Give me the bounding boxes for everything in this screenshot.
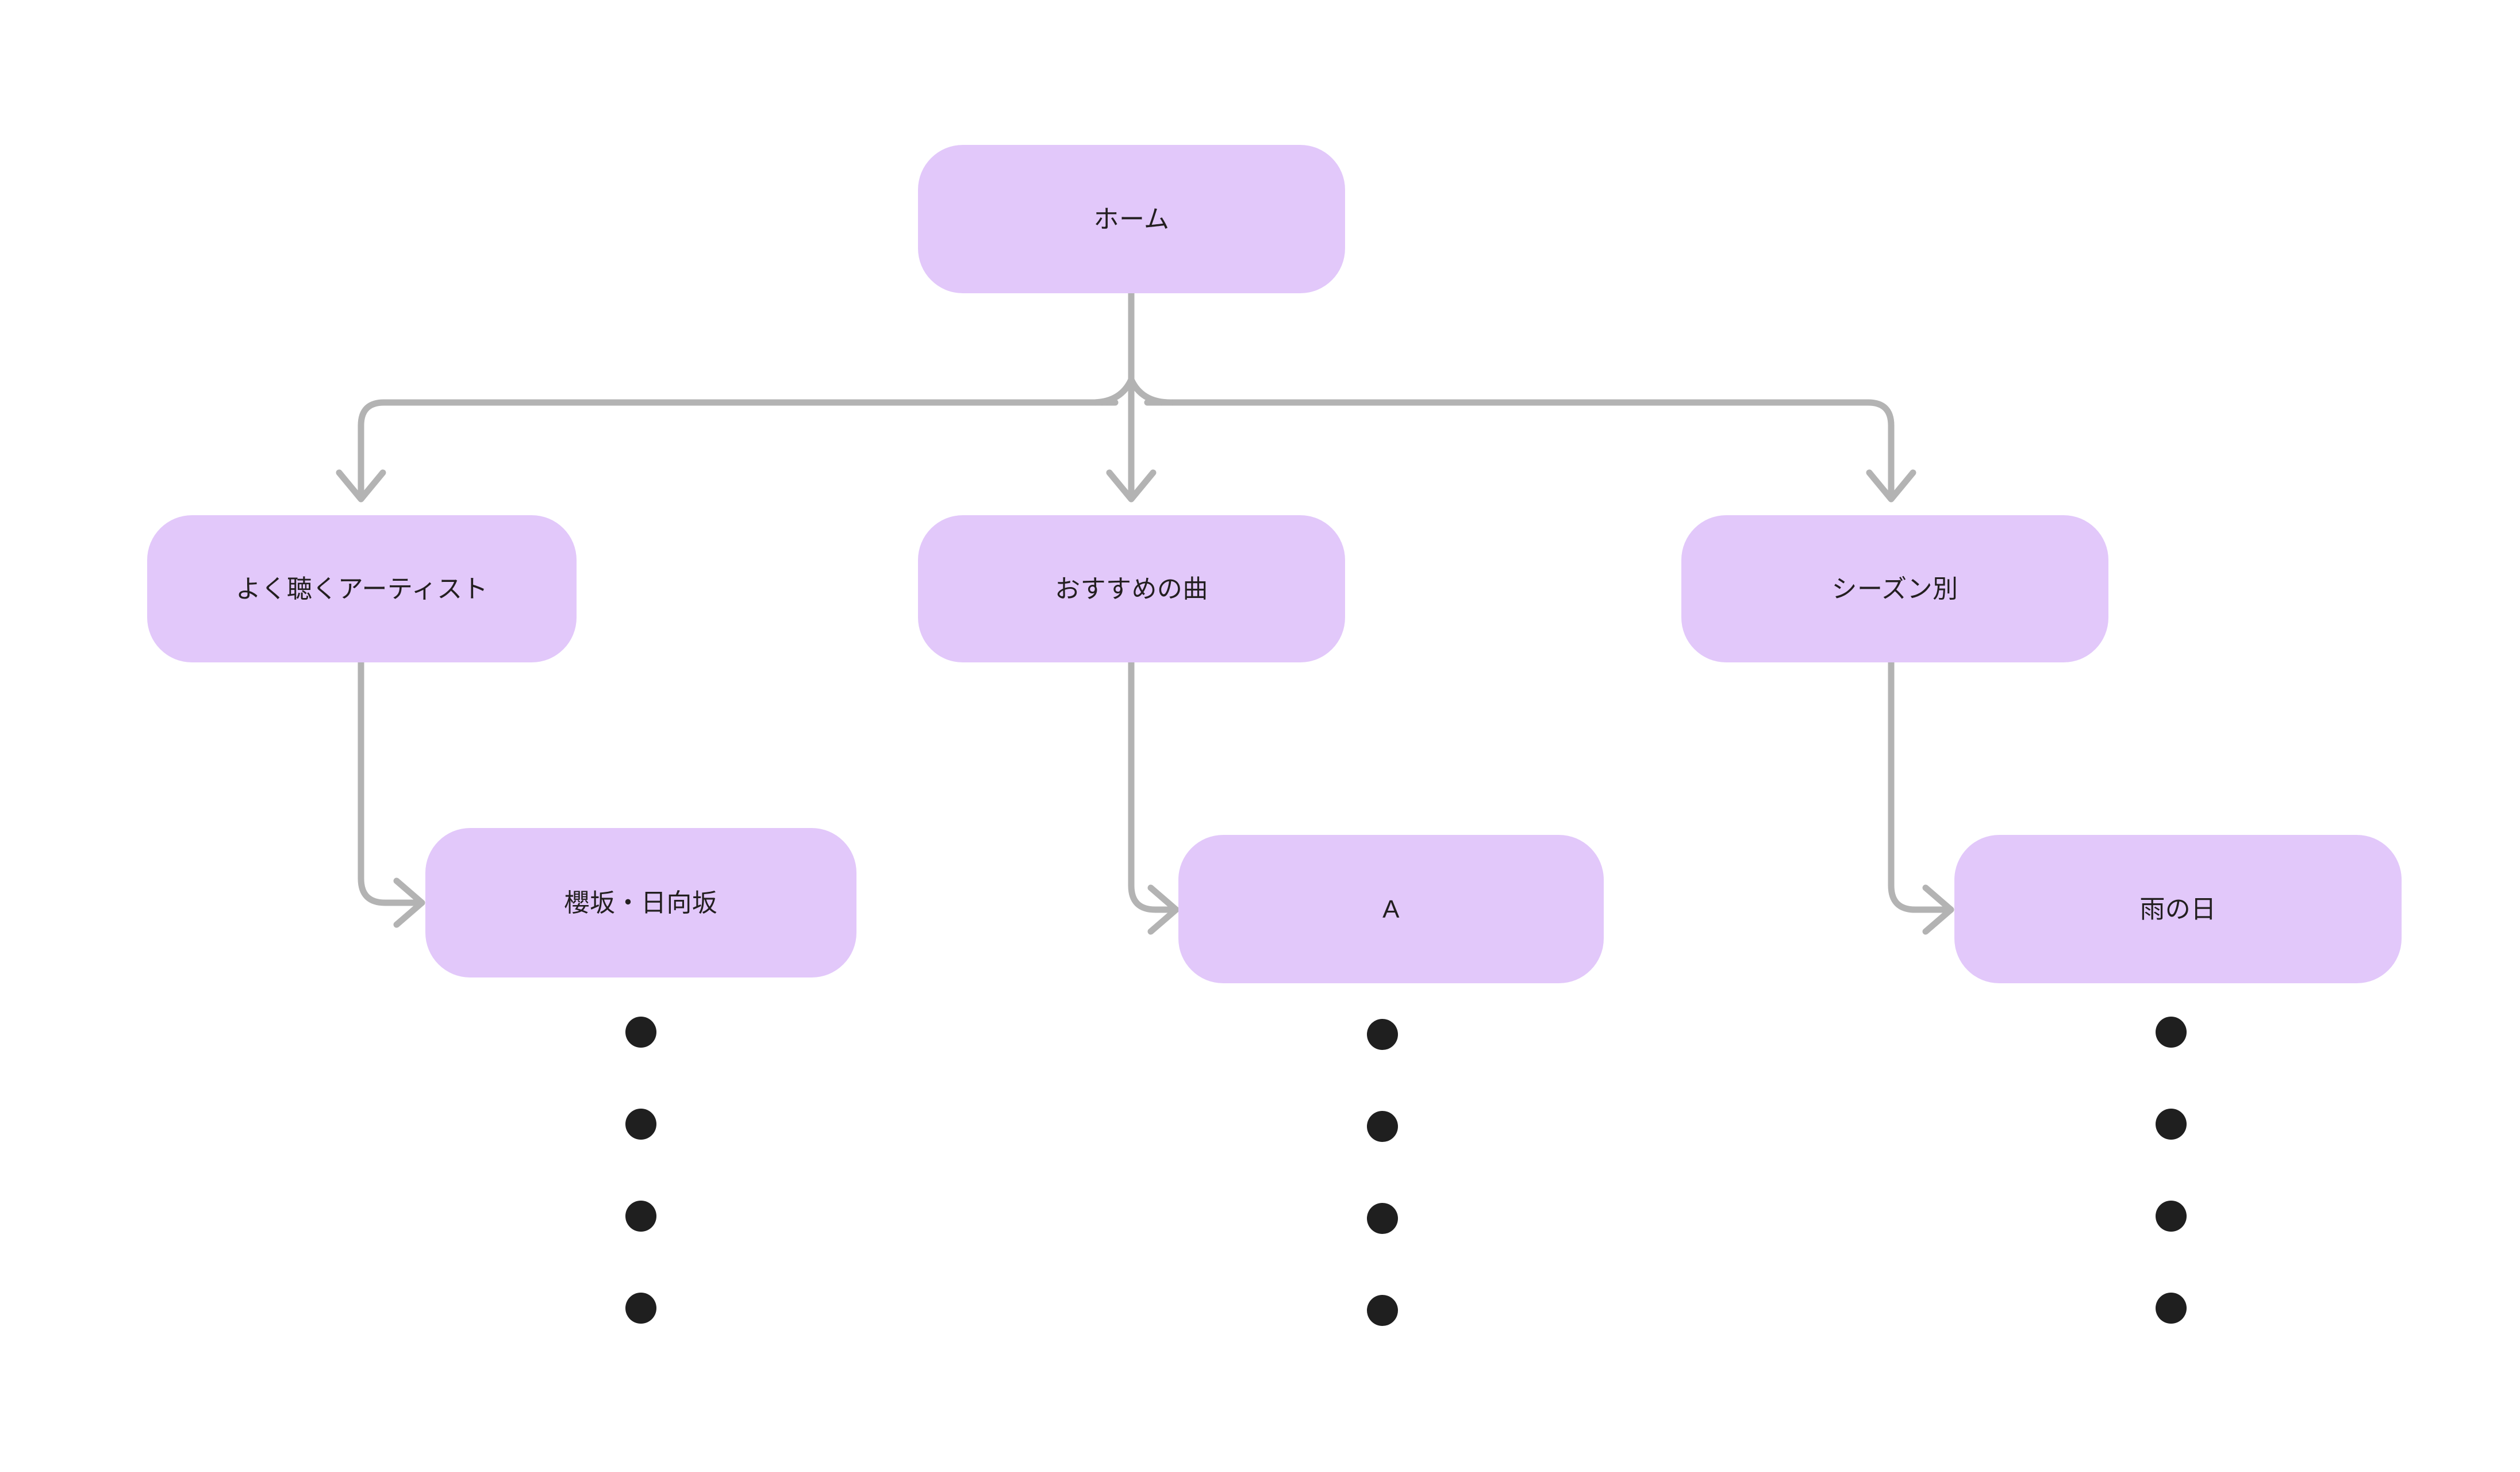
node-recommended-songs[interactable]: おすすめの曲 bbox=[918, 515, 1345, 662]
node-rainy-day[interactable]: 雨の日 bbox=[1954, 835, 2402, 983]
arrowhead-artists-icon bbox=[336, 469, 386, 503]
ellipsis-dot bbox=[625, 1017, 656, 1048]
ellipsis-dot bbox=[2156, 1293, 2187, 1324]
edge-recommended-to-song-a bbox=[1128, 659, 1176, 913]
ellipsis-dot bbox=[625, 1201, 656, 1232]
arrowhead-rainy-day-icon bbox=[1922, 884, 1954, 935]
arrowhead-recommended-icon bbox=[1106, 469, 1157, 503]
node-sakurazaka-hinatazaka-label: 櫻坂・日向坂 bbox=[564, 888, 718, 917]
node-by-season-label: シーズン別 bbox=[1831, 574, 1958, 603]
node-frequently-listened-artists[interactable]: よく聴くアーティスト bbox=[147, 515, 577, 662]
node-recommended-songs-label: おすすめの曲 bbox=[1055, 574, 1208, 603]
ellipsis-artists bbox=[625, 1017, 656, 1324]
junction-fillet-right bbox=[1128, 376, 1174, 406]
node-frequently-listened-artists-label: よく聴くアーティスト bbox=[235, 574, 489, 603]
ellipsis-dot bbox=[2156, 1201, 2187, 1232]
ellipsis-recommended bbox=[1367, 1019, 1398, 1326]
ellipsis-dot bbox=[625, 1293, 656, 1324]
node-by-season[interactable]: シーズン別 bbox=[1681, 515, 2108, 662]
junction-fillet-left bbox=[1089, 376, 1135, 406]
node-song-a-label: A bbox=[1382, 895, 1400, 923]
node-home-label: ホーム bbox=[1093, 205, 1170, 233]
edge-home-to-artists bbox=[358, 399, 1119, 499]
node-rainy-day-label: 雨の日 bbox=[2139, 895, 2216, 923]
arrowhead-song-a-icon bbox=[1147, 884, 1180, 935]
ellipsis-season bbox=[2156, 1017, 2187, 1324]
arrowhead-season-icon bbox=[1866, 469, 1916, 503]
arrowhead-sakurazaka-icon bbox=[393, 877, 425, 928]
ellipsis-dot bbox=[2156, 1017, 2187, 1048]
ellipsis-dot bbox=[2156, 1109, 2187, 1140]
ellipsis-dot bbox=[625, 1109, 656, 1140]
ellipsis-dot bbox=[1367, 1019, 1398, 1050]
ellipsis-dot bbox=[1367, 1295, 1398, 1326]
edge-home-to-season bbox=[1144, 399, 1895, 499]
ellipsis-dot bbox=[1367, 1111, 1398, 1142]
node-song-a[interactable]: A bbox=[1178, 835, 1604, 983]
node-home[interactable]: ホーム bbox=[918, 145, 1345, 293]
edge-artists-to-sakurazaka bbox=[358, 659, 422, 906]
node-sakurazaka-hinatazaka[interactable]: 櫻坂・日向坂 bbox=[425, 828, 856, 977]
edge-season-to-rainy-day bbox=[1888, 659, 1951, 913]
ellipsis-dot bbox=[1367, 1203, 1398, 1234]
